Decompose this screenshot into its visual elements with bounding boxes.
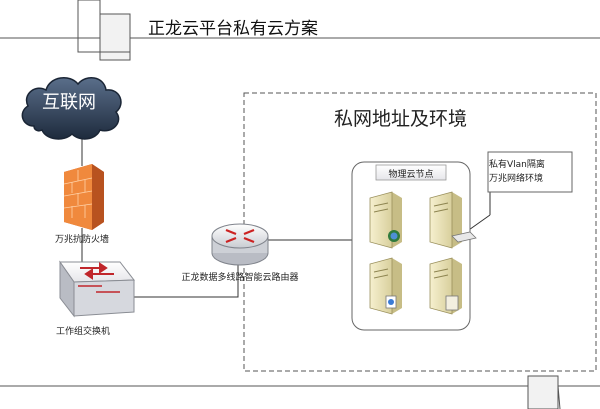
- server-icon: [369, 191, 402, 249]
- firewall-label: 万兆抗防火墙: [54, 235, 109, 245]
- server-icon: [429, 191, 477, 249]
- server-icon: [429, 257, 462, 315]
- switch-icon: [59, 260, 135, 318]
- cloud-node-header: [375, 164, 447, 181]
- cloud-node-label: 物理云节点: [388, 170, 434, 180]
- firewall-icon: [63, 164, 104, 230]
- callout-box: [487, 151, 573, 193]
- private-zone-title: 私网地址及环境: [334, 108, 468, 130]
- callout-text: 私有Vlan隔离 万兆网络环境: [489, 158, 545, 186]
- diagram-title: 正龙云平台私有云方案: [148, 19, 318, 39]
- router-icon: [211, 223, 269, 266]
- callout-line-2: 万兆网络环境: [489, 174, 544, 184]
- server-icon: [369, 257, 402, 315]
- switch-label: 工作组交换机: [55, 327, 110, 337]
- internet-label: 互联网: [42, 92, 96, 113]
- router-label: 正龙数据多线路智能云路由器: [181, 273, 299, 283]
- callout-line-1: 私有Vlan隔离: [489, 160, 545, 170]
- connection-lines: [81, 138, 491, 298]
- internet-cloud-icon: [21, 77, 122, 140]
